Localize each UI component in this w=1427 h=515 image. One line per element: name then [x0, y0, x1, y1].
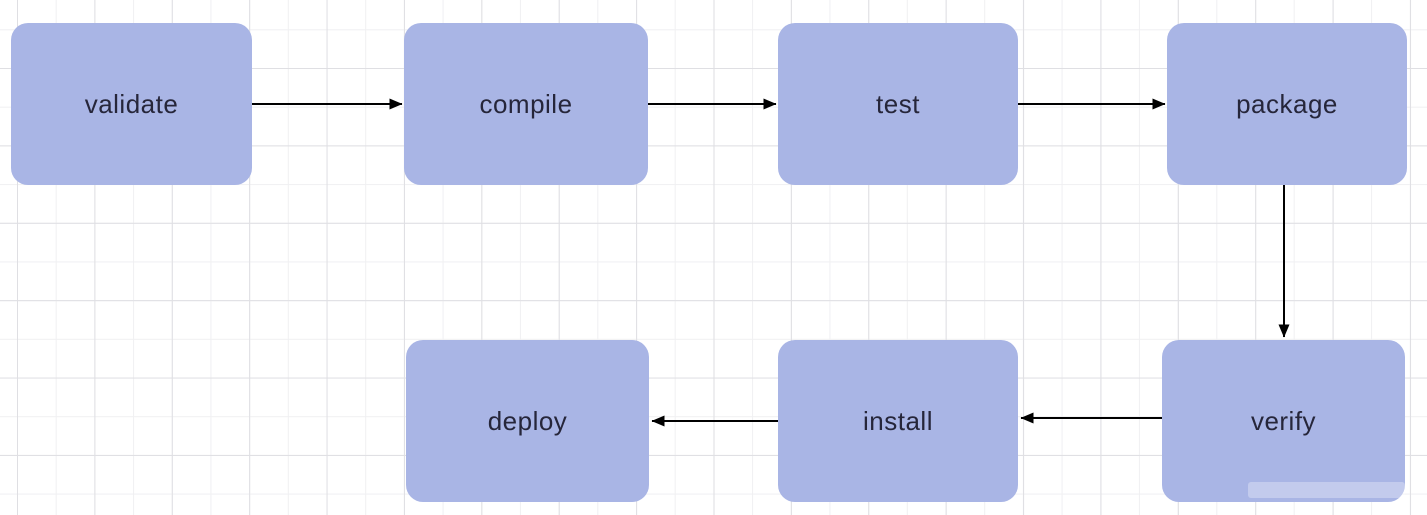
node-test-label: test	[876, 88, 920, 119]
watermark-overlay	[1248, 482, 1405, 498]
node-verify[interactable]: verify	[1162, 340, 1405, 502]
node-deploy[interactable]: deploy	[406, 340, 649, 502]
node-validate[interactable]: validate	[11, 23, 252, 185]
node-deploy-label: deploy	[487, 405, 568, 436]
node-compile-label: compile	[479, 88, 573, 119]
node-test[interactable]: test	[778, 23, 1018, 185]
node-compile[interactable]: compile	[404, 23, 648, 185]
node-validate-label: validate	[84, 88, 179, 119]
node-package-label: package	[1236, 88, 1338, 119]
node-install[interactable]: install	[778, 340, 1018, 502]
node-verify-label: verify	[1250, 405, 1317, 436]
node-install-label: install	[863, 405, 933, 436]
node-package[interactable]: package	[1167, 23, 1407, 185]
